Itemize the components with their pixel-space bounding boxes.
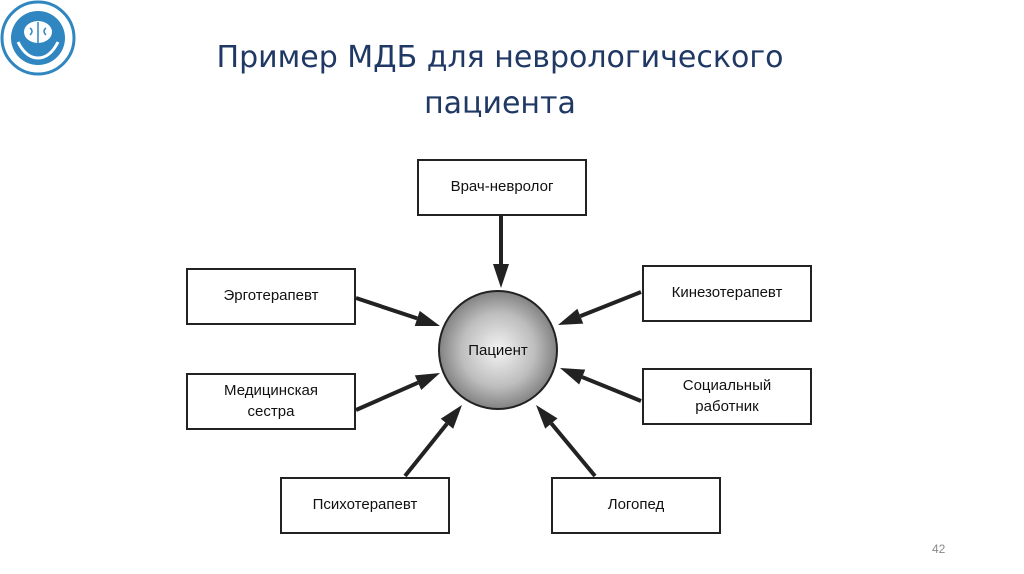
arrow-shaft-speech-therapist [549,422,597,478]
node-kinesiotherapist: Кинезотерапевт [642,265,812,322]
node-ergotherapist: Эрготерапевт [186,268,356,325]
arrow-head-nurse [414,373,440,390]
arrow-shaft-ergotherapist [355,296,418,321]
arrow-head-ergotherapist [414,310,440,326]
slide-title-line2: пациента [424,86,576,121]
arrow-head-neurologist [493,264,509,288]
arrow-shaft-kinesiotherapist [579,290,642,318]
arrow-shaft-social-worker [581,375,642,403]
node-psychotherapist: Психотерапевт [280,477,450,534]
arrow-shaft-psychotherapist [403,422,449,478]
node-nurse: Медицинская сестра [186,373,356,430]
arrow-head-kinesiotherapist [558,308,584,325]
brain-hands-logo [0,0,76,76]
arrow-head-psychotherapist [440,405,462,429]
slide-title-line1: Пример МДБ для неврологического [216,40,784,75]
arrow-head-speech-therapist [536,405,558,429]
arrow-shaft-nurse [355,380,419,412]
node-social-worker: Социальный работник [642,368,812,425]
node-neurologist: Врач-невролог [417,159,587,216]
node-speech-therapist: Логопед [551,477,721,534]
page-number: 42 [932,542,946,556]
arrow-head-social-worker [560,368,586,385]
center-patient: Пациент [438,290,558,410]
